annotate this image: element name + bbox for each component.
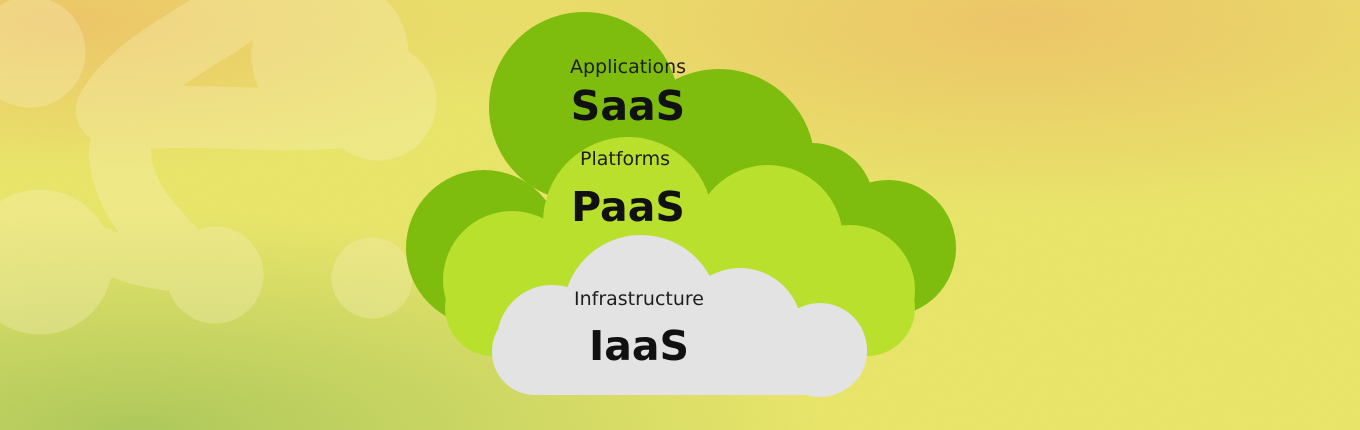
paas-layer-name: PaaS — [571, 183, 685, 231]
logo-node — [0, 0, 86, 108]
iaas-layer-title: Infrastructure — [574, 288, 704, 310]
logo-link — [89, 119, 246, 321]
logo-link — [89, 79, 411, 151]
cloud-part — [773, 303, 867, 397]
logo-node — [319, 43, 437, 161]
logo-link — [76, 0, 284, 144]
paas-layer-title: Platforms — [580, 148, 670, 170]
logo-node — [331, 237, 413, 319]
logo-node — [166, 226, 264, 324]
cloud-part — [563, 235, 719, 391]
logo-node — [251, 0, 409, 134]
saas-layer-name: SaaS — [571, 82, 685, 130]
watermark-logo — [0, 0, 437, 335]
logo-node — [0, 189, 113, 335]
logo-link — [38, 208, 212, 292]
iaas-cloud — [492, 235, 867, 397]
iaas-layer-name: IaaS — [589, 322, 689, 370]
saas-layer-title: Applications — [570, 56, 686, 78]
cloud-part — [678, 268, 802, 392]
